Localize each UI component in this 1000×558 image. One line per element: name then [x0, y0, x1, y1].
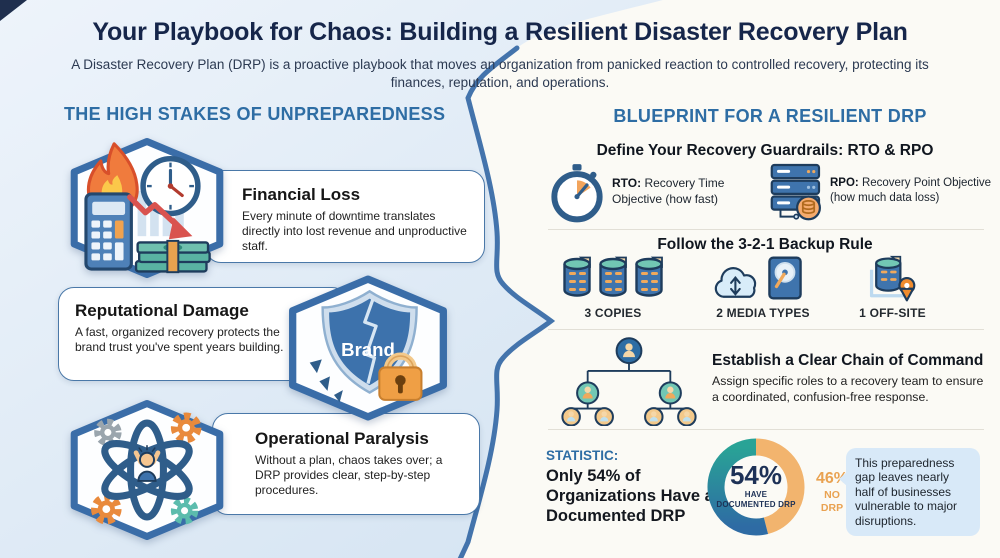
rto-definition: RTO: Recovery Time Objective (how fast): [612, 176, 772, 207]
chain-of-command-heading: Establish a Clear Chain of Command: [712, 352, 984, 369]
hard-drive-icon: [768, 256, 802, 300]
reputational-damage-description: A fast, organized recovery protects the …: [75, 325, 284, 354]
chaos-tangle-gears-icon: [70, 399, 224, 541]
org-chart-icon: [561, 337, 697, 426]
section-divider: [548, 329, 984, 330]
remainder-caption: NO DRP: [820, 489, 844, 514]
corner-triangle-decoration: [0, 0, 27, 21]
statistic-label: STATISTIC:: [546, 448, 619, 463]
header: Your Playbook for Chaos: Building a Resi…: [0, 18, 1000, 92]
rpo-abbr: RPO:: [830, 177, 859, 189]
donut-slice-have-drp: [707, 438, 769, 536]
rto-abbr: RTO:: [612, 176, 642, 190]
backup-rule-heading: Follow the 3-2-1 Backup Rule: [657, 236, 873, 253]
location-pin-icon: [898, 277, 916, 302]
backup-offsite-label: 1 OFF-SITE: [859, 306, 926, 320]
guardrails-heading: Define Your Recovery Guardrails: RTO & R…: [596, 142, 934, 159]
page-subtitle: A Disaster Recovery Plan (DRP) is a proa…: [71, 57, 929, 90]
padlock-icon: [378, 352, 423, 401]
statistic-headline: Only 54% of Organizations Have a Documen…: [546, 467, 714, 526]
reputational-damage-title: Reputational Damage: [75, 301, 249, 320]
rpo-definition: RPO: Recovery Point Objective (how much …: [830, 176, 1000, 206]
donut-center-label: 54% HAVE DOCUMENTED DRP: [716, 462, 796, 509]
rto-text: Recovery Time Objective (how fast): [612, 176, 725, 206]
backup-copies-label: 3 COPIES: [584, 306, 642, 320]
section-divider: [548, 429, 984, 430]
operational-paralysis-description: Without a plan, chaos takes over; a DRP …: [255, 453, 443, 497]
financial-loss-title: Financial Loss: [242, 185, 361, 204]
rpo-text: Recovery Point Objective (how much data …: [830, 177, 992, 204]
shield-brand-label: Brand: [341, 339, 395, 360]
offsite-database-pin-icon: [869, 255, 916, 302]
server-database-icon: [770, 163, 821, 221]
right-section-heading: BLUEPRINT FOR A RESILIENT DRP: [613, 106, 927, 126]
backup-media-label: 2 MEDIA TYPES: [716, 306, 810, 320]
broken-brand-shield-lock-icon: Brand: [289, 275, 447, 421]
donut-value-caption: HAVE DOCUMENTED DRP: [716, 490, 796, 509]
statistic-note-bubble: This preparedness gap leaves nearly half…: [839, 448, 980, 536]
three-databases-icon: [563, 256, 663, 297]
operational-paralysis-title: Operational Paralysis: [255, 429, 429, 448]
statistic-note-text: This preparedness gap leaves nearly half…: [855, 456, 958, 528]
operational-paralysis-card: Operational Paralysis Without a plan, ch…: [212, 413, 480, 515]
donut-slice-no-drp: [755, 438, 805, 534]
burning-money-clock-icon: [70, 137, 224, 279]
note-bubble-tail: [839, 472, 847, 486]
stressed-person-icon: [133, 444, 161, 482]
left-section-heading: THE HIGH STAKES OF UNPREPAREDNESS: [64, 104, 446, 124]
donut-value: 54%: [729, 460, 783, 490]
documented-drp-donut-chart: [703, 434, 809, 545]
stopwatch-icon: [551, 164, 603, 223]
page-title: Your Playbook for Chaos: Building a Resi…: [92, 18, 908, 46]
financial-loss-card: Financial Loss Every minute of downtime …: [205, 170, 485, 263]
financial-loss-description: Every minute of downtime translates dire…: [242, 209, 467, 253]
section-divider: [548, 229, 984, 230]
cloud-sync-icon: [714, 267, 757, 298]
chain-of-command-description: Assign specific roles to a recovery team…: [712, 374, 984, 404]
